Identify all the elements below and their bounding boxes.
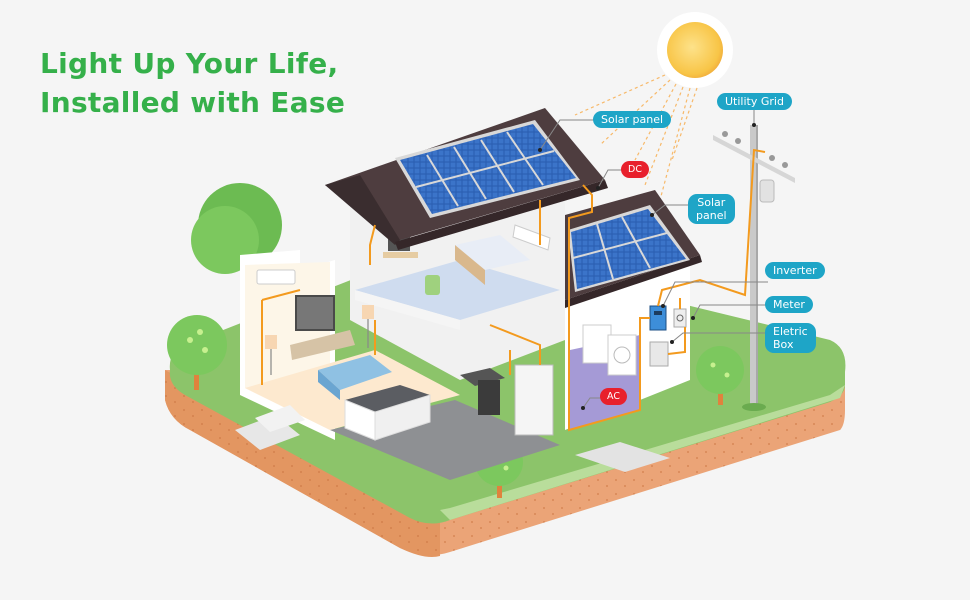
label-leaders [539,108,768,409]
inverter-icon [649,305,667,331]
tree-icon [696,346,744,405]
solar-panel-icon [565,190,702,308]
meter-icon [673,308,687,328]
dc-label: DC [621,161,649,178]
tree-icon [167,315,227,390]
wiring [261,148,766,432]
ac-label: AC [600,388,627,405]
solar-panel-icon [325,108,608,250]
electric-box-icon [649,341,669,367]
electric-box-line-1: Eletric [773,325,808,338]
electric-box-line-2: Box [773,338,794,351]
utility-grid-label: Utility Grid [717,93,792,110]
solar-panel-side-line-2: panel [696,209,727,222]
sun-icon [657,12,733,88]
label-anchors [538,123,756,410]
solar-panel-side-line-1: Solar [697,196,726,209]
solar-panel-side-label: Solar panel [688,194,735,224]
electric-box-label: Eletric Box [765,323,816,353]
headline: Light Up Your Life, Installed with Ease [40,44,345,122]
solar-panel-top-label: Solar panel [593,111,672,128]
headline-line-2: Installed with Ease [40,86,346,119]
inverter-label: Inverter [765,262,825,279]
meter-label: Meter [765,296,813,313]
headline-line-1: Light Up Your Life, [40,47,339,80]
